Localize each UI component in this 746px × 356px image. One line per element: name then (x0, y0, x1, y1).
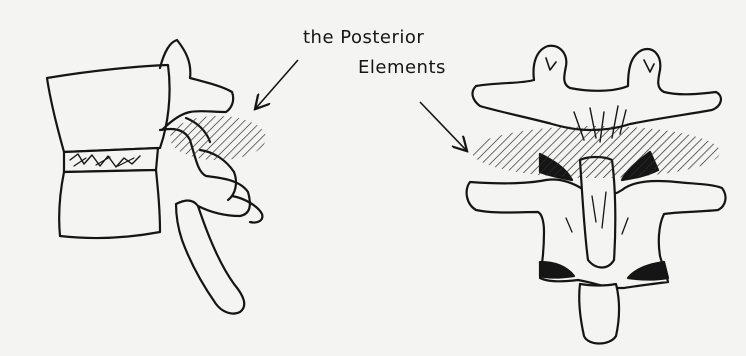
annotation-label-line-1: the Posterior (303, 27, 424, 48)
arrow-to-left-figure (256, 60, 298, 108)
spinous-process (176, 201, 244, 314)
annotation-label-line-2: Elements (358, 57, 446, 78)
upper-vertebral-body (47, 65, 170, 152)
lower-vertebral-body (59, 170, 160, 238)
posterior-elements-hatch-right (472, 126, 720, 178)
lateral-view-figure (47, 40, 266, 314)
upper-vertebra-outline (473, 46, 721, 130)
posterior-view-figure (467, 46, 726, 344)
arrow-to-right-figure (420, 102, 466, 150)
posterior-elements-hatch-left (170, 116, 266, 160)
lower-spinous-process (579, 284, 619, 344)
